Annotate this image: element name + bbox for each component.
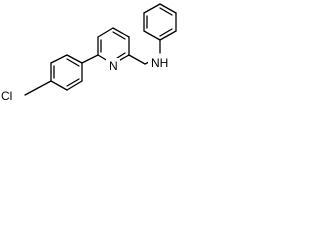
bond (50, 54, 68, 64)
double-bond-inner (112, 31, 126, 40)
bond (159, 30, 177, 41)
bond (143, 3, 161, 14)
double-bond-inner (159, 28, 173, 37)
chlorine-atom-label: Cl (1, 89, 12, 103)
pyridine-nitrogen-label: N (109, 59, 118, 73)
bond (112, 27, 130, 38)
bond (66, 80, 83, 91)
chemical-structure-diagram: Cl N NH (1, 3, 177, 103)
double-bond-inner (66, 78, 80, 87)
double-bond-inner (159, 7, 173, 16)
biaryl-bond (81, 54, 99, 64)
methylene-bond (128, 54, 146, 65)
bond (159, 3, 177, 14)
amine-nh-label: NH (151, 56, 168, 70)
chlorophenyl-ring (50, 54, 83, 91)
carbon-chlorine-bond (24, 80, 52, 96)
bond (143, 30, 161, 41)
bond (66, 54, 83, 64)
double-bond-inner (66, 58, 80, 67)
phenyl-ring (143, 3, 177, 41)
bond (97, 27, 114, 38)
bond (50, 80, 68, 91)
